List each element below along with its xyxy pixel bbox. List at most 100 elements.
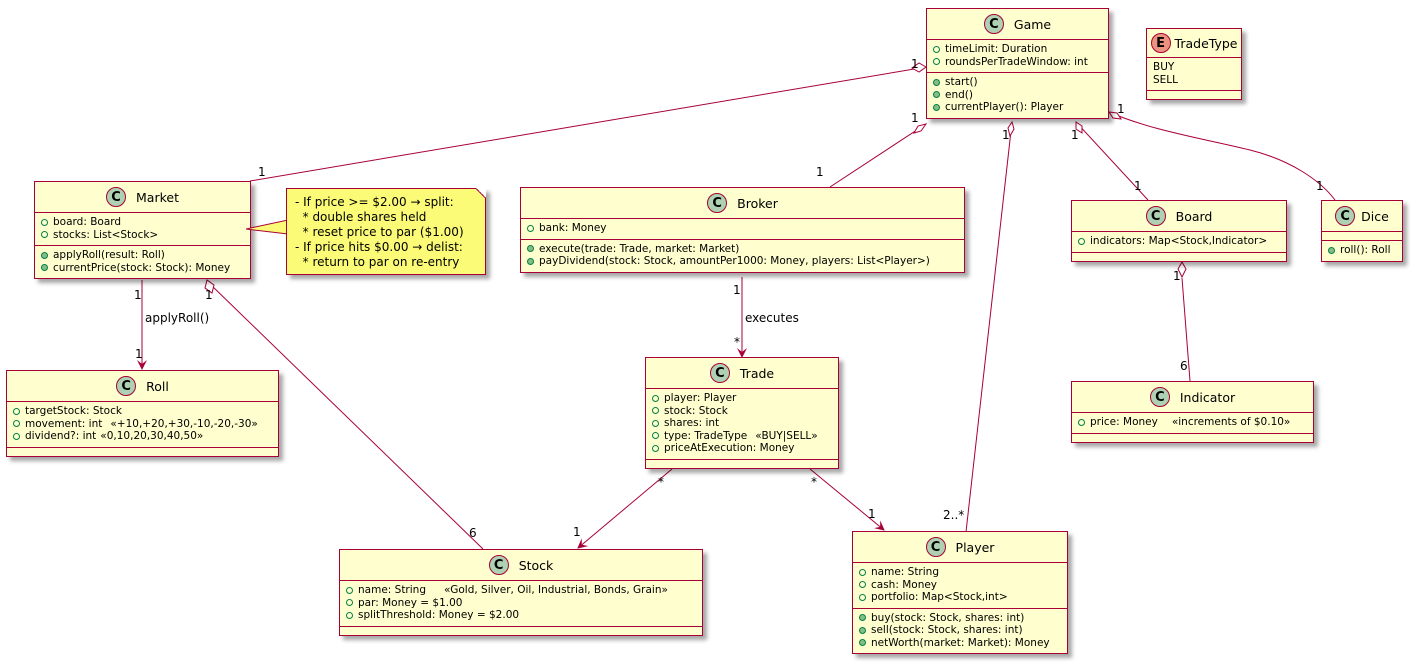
class-name: Board: [1175, 208, 1213, 224]
method: currentPrice(stock: Stock): Money: [41, 262, 244, 275]
methods-section: start() end() currentPlayer(): Player: [927, 73, 1108, 118]
mult-market-roll-to: 1: [135, 347, 143, 361]
class-name: Market: [136, 189, 179, 205]
edge-game-player: [965, 120, 1015, 533]
public-field-icon: [41, 218, 48, 226]
mult-market-roll-from: 1: [134, 288, 142, 302]
class-dice[interactable]: C Dice roll(): Roll: [1321, 200, 1403, 262]
field: type: TradeType«BUY|SELL»: [652, 430, 832, 443]
field: priceAtExecution: Money: [652, 442, 832, 455]
edge-game-broker: [829, 123, 928, 188]
note-split-rules: - If price >= $2.00 → split: * double sh…: [286, 188, 486, 275]
class-trade[interactable]: C Trade player: Player stock: Stock shar…: [645, 357, 839, 469]
class-game[interactable]: C Game timeLimit: Duration roundsPerTrad…: [926, 8, 1109, 119]
edge-game-board: [1075, 121, 1149, 201]
label-broker-trade: executes: [745, 311, 799, 325]
class-icon: C: [116, 376, 137, 396]
empty-section: [1147, 91, 1241, 99]
field: bank: Money: [527, 222, 958, 235]
public-method-icon: [41, 264, 48, 272]
edge-game-dice: [1107, 111, 1336, 201]
mult-broker-trade-to: *: [734, 335, 740, 349]
public-field-icon: [527, 224, 534, 232]
label-market-roll: applyRoll(): [145, 311, 210, 325]
field: timeLimit: Duration: [933, 43, 1102, 56]
fields-section: name: String cash: Money portfolio: Map<…: [853, 563, 1067, 609]
mult-game-market-from: 1: [911, 57, 919, 71]
class-header: C Dice: [1322, 201, 1402, 232]
class-header: C Game: [927, 9, 1108, 40]
method: currentPlayer(): Player: [933, 101, 1102, 114]
method: applyRoll(result: Roll): [41, 249, 244, 262]
fields-section: bank: Money: [521, 219, 964, 240]
class-stock[interactable]: C Stock name: String«Gold, Silver, Oil, …: [339, 549, 703, 636]
mult-trade-stock-to: 1: [573, 525, 581, 539]
public-method-icon: [527, 257, 534, 265]
fields-section: price: Money«increments of $0.10»: [1072, 413, 1313, 434]
values-section: BUY SELL: [1147, 58, 1241, 91]
public-field-icon: [859, 593, 866, 601]
field: roundsPerTradeWindow: int: [933, 56, 1102, 69]
mult-broker-trade-from: 1: [733, 283, 741, 297]
method: execute(trade: Trade, market: Market): [527, 243, 958, 256]
public-field-icon: [1078, 418, 1085, 426]
class-header: C Broker: [521, 188, 964, 219]
edge-trade-player: [809, 468, 885, 531]
class-player[interactable]: C Player name: String cash: Money portfo…: [852, 531, 1068, 654]
mult-board-indicator-to: 6: [1180, 359, 1188, 373]
class-roll[interactable]: C Roll targetStock: Stock movement: int«…: [6, 370, 279, 457]
class-indicator[interactable]: C Indicator price: Money«increments of $…: [1071, 381, 1314, 443]
class-name: Broker: [737, 195, 778, 211]
fields-section: targetStock: Stock movement: int«+10,+20…: [7, 402, 278, 448]
class-broker[interactable]: C Broker bank: Money execute(trade: Trad…: [520, 187, 965, 273]
field: dividend?: int«0,10,20,30,40,50»: [13, 430, 272, 443]
class-board[interactable]: C Board indicators: Map<Stock,Indicator>: [1071, 200, 1287, 262]
method: payDividend(stock: Stock, amountPer1000:…: [527, 255, 958, 268]
field: shares: int: [652, 417, 832, 430]
public-field-icon: [346, 586, 353, 594]
field: price: Money«increments of $0.10»: [1078, 416, 1307, 429]
methods-section: execute(trade: Trade, market: Market) pa…: [521, 240, 964, 272]
field: stock: Stock: [652, 405, 832, 418]
mult-game-dice-to: 1: [1316, 179, 1324, 193]
mult-game-broker-from: 1: [911, 111, 919, 125]
methods-section: [1072, 253, 1286, 261]
note-connector: [246, 219, 288, 235]
public-method-icon: [41, 251, 48, 259]
class-name: Game: [1013, 16, 1052, 32]
enum-tradetype[interactable]: E TradeType BUY SELL: [1146, 28, 1242, 100]
class-header: C Trade: [646, 358, 838, 389]
public-field-icon: [41, 231, 48, 239]
mult-market-stock-from: 1: [205, 288, 213, 302]
class-name: Player: [955, 539, 995, 555]
method: buy(stock: Stock, shares: int): [859, 612, 1061, 625]
class-icon: C: [1145, 206, 1166, 226]
public-field-icon: [652, 407, 659, 415]
mult-game-broker-to: 1: [816, 165, 824, 179]
mult-game-board-to: 1: [1134, 179, 1142, 193]
field: player: Player: [652, 392, 832, 405]
method: netWorth(market: Market): Money: [859, 637, 1061, 650]
stereotype: «increments of $0.10»: [1171, 416, 1291, 428]
public-method-icon: [527, 245, 534, 253]
stereotype: «+10,+20,+30,-10,-20,-30»: [110, 417, 258, 430]
class-icon: C: [488, 555, 509, 575]
mult-game-dice-from: 1: [1117, 102, 1125, 116]
class-market[interactable]: C Market board: Board stocks: List<Stock…: [34, 181, 251, 279]
field: movement: int«+10,+20,+30,-10,-20,-30»: [13, 418, 272, 431]
public-field-icon: [933, 45, 940, 53]
class-icon: C: [1149, 387, 1170, 407]
public-method-icon: [859, 639, 866, 647]
methods-section: roll(): Roll: [1322, 241, 1402, 261]
method: start(): [933, 76, 1102, 89]
public-method-icon: [933, 78, 940, 86]
field: name: String«Gold, Silver, Oil, Industri…: [346, 584, 696, 597]
mult-market-stock-to: 6: [469, 526, 477, 540]
public-field-icon: [859, 581, 866, 589]
mult-game-board-from: 1: [1071, 128, 1079, 142]
mult-trade-stock-from: *: [658, 475, 664, 489]
public-field-icon: [652, 419, 659, 427]
class-header: C Player: [853, 532, 1067, 563]
stereotype: «0,10,20,30,40,50»: [100, 430, 204, 442]
public-field-icon: [652, 394, 659, 402]
